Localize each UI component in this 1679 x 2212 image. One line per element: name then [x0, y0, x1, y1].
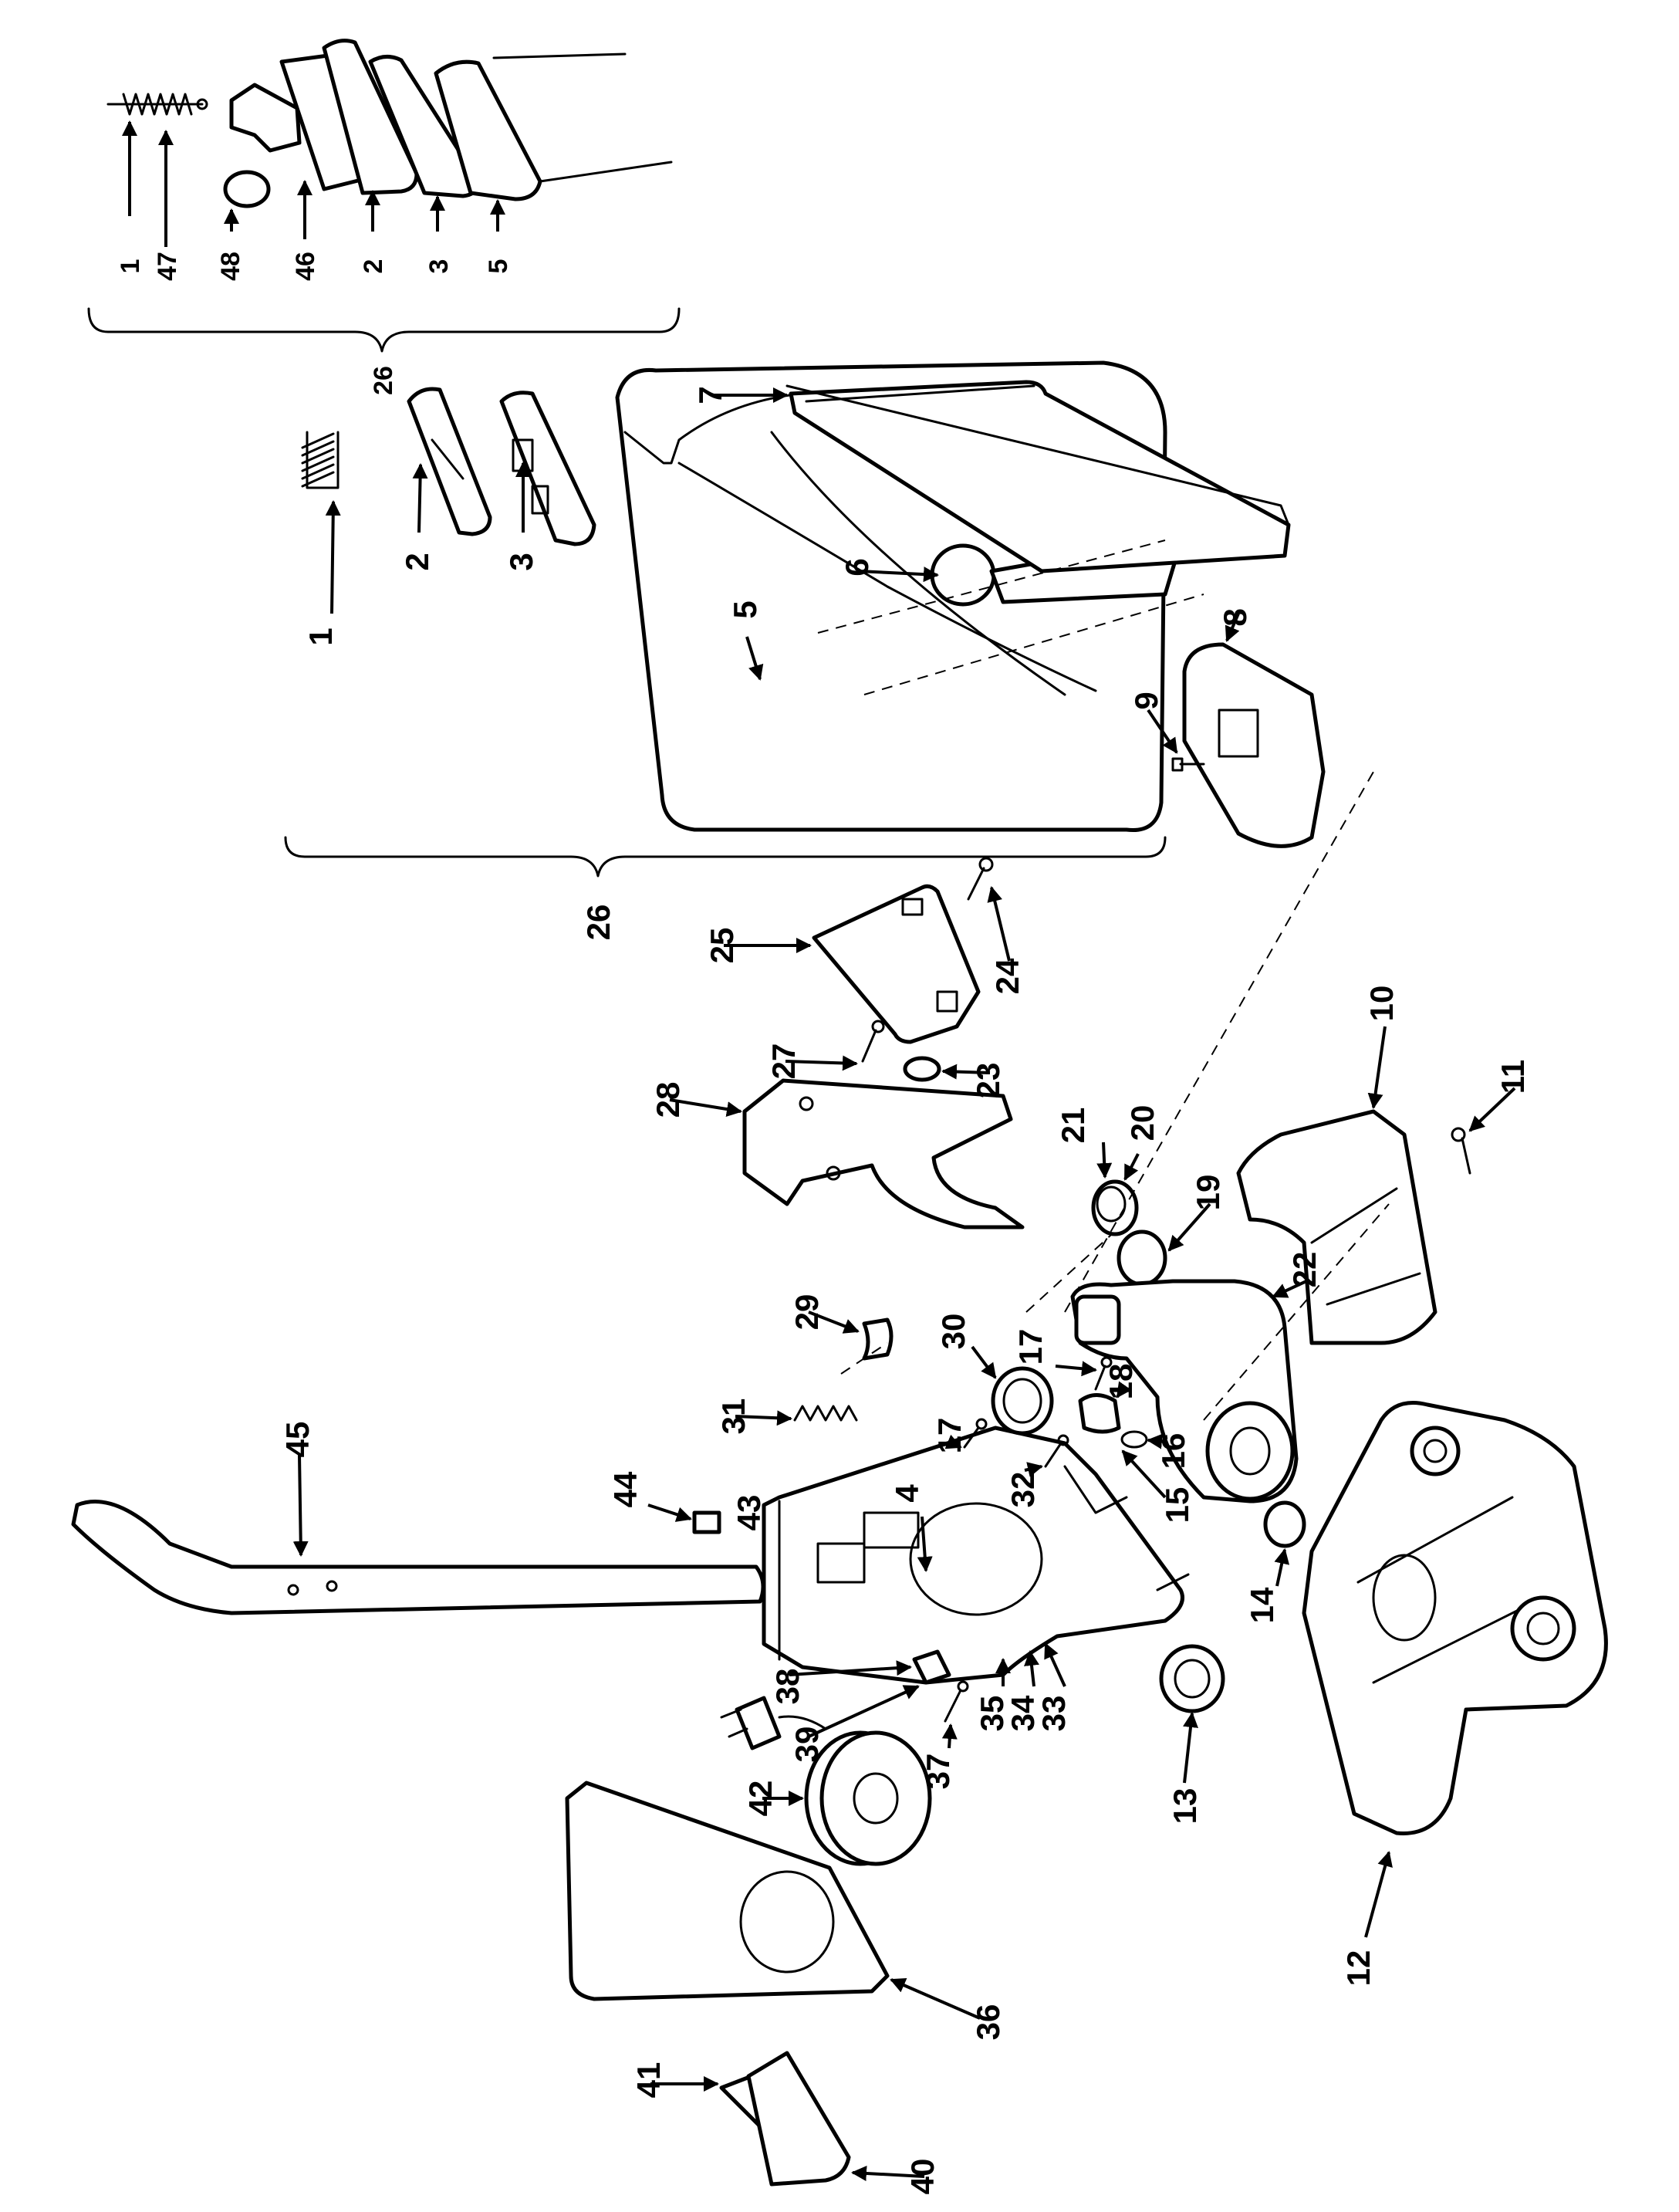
label-17-lower: 17 — [931, 1418, 968, 1454]
label-14: 14 — [1244, 1587, 1280, 1623]
part-16 — [1120, 1430, 1148, 1449]
label-47-inset: 47 — [153, 252, 182, 281]
spring-part-inset — [106, 93, 208, 116]
label-43: 43 — [731, 1495, 767, 1531]
switch-part-38 — [912, 1649, 951, 1685]
screw-part-9 — [1171, 757, 1205, 772]
label-5: 5 — [727, 600, 763, 618]
label-1-inset: 1 — [116, 259, 145, 274]
ring-part-21 — [1096, 1185, 1127, 1223]
label-1: 1 — [302, 627, 339, 645]
label-4: 4 — [889, 1484, 925, 1503]
callout-labels: 1 47 48 46 2 3 5 26 1 2 3 5 6 7 8 9 26 2… — [116, 252, 1531, 2194]
main-housing — [762, 1426, 1190, 1685]
label-37: 37 — [920, 1754, 956, 1790]
screw-part-32 — [1044, 1434, 1069, 1468]
label-9: 9 — [1128, 692, 1164, 709]
label-12: 12 — [1340, 1950, 1377, 1987]
label-6: 6 — [839, 558, 875, 576]
label-44: 44 — [607, 1471, 644, 1507]
label-3: 3 — [503, 553, 539, 570]
label-26-inset: 26 — [369, 366, 398, 395]
screw-part-17-upper — [1094, 1356, 1113, 1391]
label-7: 7 — [692, 386, 728, 404]
label-33: 33 — [1035, 1696, 1072, 1732]
screw-part-27 — [861, 1020, 885, 1063]
label-28: 28 — [650, 1082, 686, 1118]
brace-26-main — [284, 836, 1167, 878]
bracket-part-47 — [229, 83, 302, 153]
plate-part-25 — [812, 884, 981, 1044]
cover-part-8 — [1182, 642, 1326, 848]
label-36: 36 — [970, 2004, 1006, 2041]
assembly-centerlines — [817, 539, 1390, 1421]
label-15: 15 — [1159, 1487, 1195, 1524]
label-17-upper: 17 — [1012, 1329, 1049, 1365]
label-32: 32 — [1005, 1472, 1041, 1508]
label-3-inset: 3 — [424, 259, 454, 274]
label-30: 30 — [935, 1314, 971, 1350]
label-35: 35 — [974, 1696, 1010, 1732]
screw-part-24 — [967, 857, 994, 901]
handle-part-45 — [71, 1500, 765, 1615]
label-24: 24 — [989, 958, 1025, 994]
screw-part-37 — [944, 1680, 969, 1723]
part-40 — [746, 2051, 851, 2187]
clip-part-18 — [1078, 1393, 1121, 1434]
inset-detail — [87, 39, 681, 353]
part-44 — [692, 1510, 721, 1534]
cap-part-48 — [223, 170, 271, 208]
label-2: 2 — [399, 553, 435, 570]
frame-part-3 — [499, 391, 596, 546]
part-29 — [862, 1317, 894, 1361]
label-23: 23 — [970, 1063, 1006, 1099]
washer-part-23 — [903, 1056, 941, 1082]
label-13: 13 — [1167, 1788, 1203, 1825]
ring-part-19 — [1117, 1229, 1167, 1287]
label-41: 41 — [630, 2062, 667, 2099]
brace-26-inset — [87, 307, 681, 353]
label-8: 8 — [1217, 608, 1253, 626]
label-5-inset: 5 — [484, 259, 513, 274]
brush-part-13 — [1159, 1644, 1225, 1713]
inset-leaders — [122, 120, 505, 247]
label-34: 34 — [1005, 1695, 1041, 1731]
pulley-part-14 — [1263, 1500, 1306, 1548]
label-2-inset: 2 — [359, 259, 388, 274]
motor-part-22 — [1070, 1279, 1299, 1503]
label-10: 10 — [1363, 986, 1400, 1022]
bag-part-7 — [789, 380, 1291, 573]
label-16: 16 — [1155, 1433, 1191, 1470]
label-29: 29 — [789, 1294, 825, 1331]
spring-part-31 — [793, 1405, 858, 1422]
plug-part — [720, 1696, 827, 1750]
label-21: 21 — [1055, 1108, 1091, 1144]
label-20: 20 — [1124, 1105, 1160, 1142]
gear-part-30 — [991, 1366, 1054, 1436]
label-26: 26 — [580, 905, 617, 941]
gasket-part-20 — [1091, 1179, 1139, 1236]
side-cover-part-36 — [565, 1781, 890, 2001]
screw-part-11 — [1451, 1127, 1471, 1175]
screw-part-17-lower — [963, 1418, 988, 1449]
nozzle-base-part-12 — [1302, 1401, 1608, 1835]
label-46-inset: 46 — [291, 252, 320, 281]
bracket-part-28 — [742, 1078, 1025, 1229]
label-48-inset: 48 — [216, 252, 245, 281]
label-45: 45 — [279, 1422, 316, 1458]
spring-part-1 — [301, 431, 340, 489]
cord-reel-part-42 — [804, 1730, 932, 1866]
